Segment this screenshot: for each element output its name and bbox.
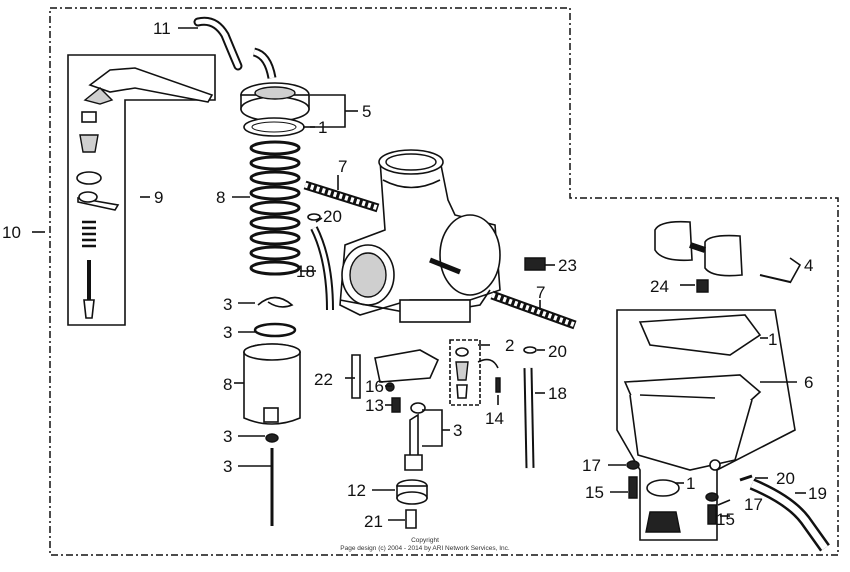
screw-15-left (628, 476, 638, 499)
drain-plug (645, 511, 681, 533)
callout-5: 5 (362, 102, 371, 121)
callout-15-right: 15 (716, 510, 735, 529)
callout-14: 14 (485, 409, 504, 428)
throttle-slide-8 (243, 343, 301, 425)
slide-spring-8 (249, 140, 301, 276)
bracket-16 (374, 349, 440, 383)
callout-17-right: 17 (744, 495, 763, 514)
needle-clip-3 (265, 433, 279, 443)
callout-19: 19 (808, 484, 827, 503)
callout-6: 6 (804, 373, 813, 392)
callout-11: 11 (153, 19, 171, 38)
callout-8-slide: 8 (223, 375, 232, 394)
oring-20-mid (523, 346, 537, 354)
callout-10: 10 (2, 223, 21, 242)
callout-3-spring: 3 (223, 323, 232, 342)
callout-7-top: 7 (338, 157, 347, 176)
float-4 (654, 220, 791, 283)
needle-jet-ring-3 (410, 402, 426, 414)
callout-labels: 11 5 1 7 9 8 20 10 4 23 18 24 7 3 3 1 2 … (2, 19, 827, 531)
bracket-group-9 (67, 54, 216, 326)
callout-8-spring: 8 (216, 188, 225, 207)
callout-18-left: 18 (296, 262, 315, 281)
callout-18-right: 18 (548, 384, 567, 403)
float-bowl-6 (623, 314, 762, 471)
cap-23 (524, 257, 546, 271)
callout-20-mid: 20 (548, 342, 567, 361)
callout-4: 4 (804, 256, 813, 275)
callout-16: 16 (365, 377, 384, 396)
callout-15-left: 15 (585, 483, 604, 502)
carburetor-body (339, 149, 501, 323)
clip-14 (477, 358, 499, 369)
callout-22: 22 (314, 370, 333, 389)
idle-screw-7-top (303, 180, 380, 213)
callout-21: 21 (364, 512, 383, 531)
callout-13: 13 (365, 396, 384, 415)
washer-17-right (705, 492, 719, 502)
spring-seat-3 (253, 322, 297, 338)
callout-3-jet: 3 (453, 421, 462, 440)
top-cap-5 (240, 82, 310, 122)
copyright-title: Copyright (411, 537, 439, 544)
float-valve-2 (449, 339, 481, 406)
bracket-group-6 (616, 309, 796, 541)
screw-24 (696, 279, 709, 293)
callout-3-needle-clip: 3 (223, 427, 232, 446)
callout-9: 9 (154, 188, 163, 207)
washer-17-left (626, 460, 640, 470)
main-jet-22 (351, 354, 361, 399)
jet-holder-12 (396, 479, 428, 505)
callout-20-top: 20 (323, 207, 342, 226)
callout-12: 12 (347, 481, 366, 500)
callout-1-top: 1 (318, 118, 327, 137)
oring-20-bottom (739, 474, 753, 482)
throttle-stop-linkage-9 (76, 67, 214, 319)
callout-2: 2 (505, 336, 514, 355)
callout-20-bottom: 20 (776, 469, 795, 488)
clip-3 (257, 296, 294, 308)
oring-1-bottom (646, 479, 680, 497)
washer-16 (385, 382, 395, 392)
callout-3-clip: 3 (223, 295, 232, 314)
copyright-notice: Page design (c) 2004 - 2014 by ARI Netwo… (340, 545, 510, 552)
pilot-jet-21 (405, 509, 417, 529)
leader-lines (32, 27, 806, 521)
air-screw-7-right (490, 290, 577, 330)
assembly-boundary (49, 7, 839, 556)
callout-3-needle: 3 (223, 457, 232, 476)
callout-23: 23 (558, 256, 577, 275)
screw-15-right (707, 504, 717, 525)
callout-1-oring: 1 (686, 474, 695, 493)
screw-13 (391, 397, 401, 413)
callout-7-right: 7 (536, 283, 545, 302)
callout-17-left: 17 (582, 456, 601, 475)
callout-24: 24 (650, 277, 669, 296)
callout-1-gasket: 1 (768, 330, 777, 349)
oring-20-top (307, 213, 321, 221)
